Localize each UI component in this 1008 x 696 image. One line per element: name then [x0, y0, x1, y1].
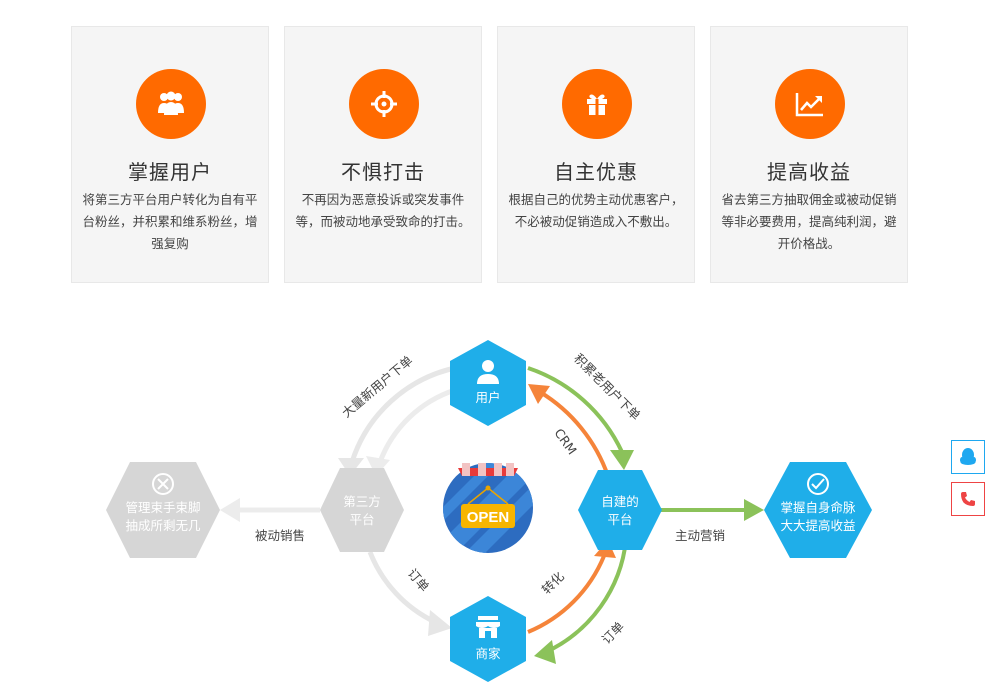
node-user-label: 用户 [475, 390, 500, 405]
label-new-users-orders: 大量新用户下单 [339, 353, 416, 421]
arrowhead-gray [366, 456, 390, 476]
card-title: 提高收益 [767, 160, 851, 184]
arc-convert [527, 555, 606, 634]
card-own-users: 掌握用户 将第三方平台用户转化为自有平台粉丝，并积累和维系粉丝，增强复购 [71, 26, 269, 283]
node-third-party-line1: 第三方 [343, 494, 381, 509]
card-description: 不再因为恶意投诉或突发事件等，而被动地承受致命的打击。 [295, 192, 471, 229]
card-title: 掌握用户 [128, 160, 212, 184]
card-own-discounts: 自主优惠 根据自己的优势主动优惠客户，不必被动促销造成入不敷出。 [497, 26, 695, 283]
crosshair-icon [371, 91, 397, 117]
node-constrained-line1: 管理束手束脚 [125, 500, 200, 515]
feature-cards: 掌握用户 将第三方平台用户转化为自有平台粉丝，并积累和维系粉丝，增强复购 不惧打… [0, 0, 1008, 300]
node-take-control-line2: 大大提高收益 [780, 518, 855, 533]
card-title: 自主优惠 [554, 160, 638, 184]
label-passive-sales: 被动销售 [255, 528, 305, 543]
node-take-control-line1: 掌握自身命脉 [780, 500, 856, 515]
close-circle-icon [152, 473, 174, 495]
node-constrained-line2: 抽成所剩无几 [125, 518, 201, 533]
open-store-emblem: OPEN [443, 463, 533, 553]
awning [458, 468, 518, 476]
users-icon [158, 91, 184, 115]
store-icon [476, 616, 500, 638]
trend-chart-icon [795, 93, 823, 117]
node-constrained [106, 462, 220, 558]
card-title: 不惧打击 [341, 160, 425, 184]
label-order-left: 订单 [405, 566, 433, 595]
card-description: 省去第三方抽取佣金或被动促销等非必要费用，提高纯利润，避开价格战。 [721, 192, 897, 251]
arrowhead-green [534, 640, 556, 664]
arrowhead-gray [220, 498, 240, 522]
label-order-right: 订单 [599, 619, 627, 647]
arrowhead-gray [428, 610, 452, 636]
card-icon-circle [775, 69, 845, 139]
arc-new-users-inner [377, 387, 456, 463]
arrowhead-gray [338, 458, 364, 476]
node-own-platform-line1: 自建的 [601, 494, 639, 509]
qq-penguin-icon [960, 448, 976, 465]
card-fearless: 不惧打击 不再因为恶意投诉或突发事件等，而被动地承受致命的打击。 [284, 26, 482, 283]
arc-platform-to-merchant [545, 539, 628, 654]
node-merchant [450, 596, 526, 682]
card-description: 根据自己的优势主动优惠客户，不必被动促销造成入不敷出。 [508, 192, 684, 229]
card-increase-profit: 提高收益 省去第三方抽取佣金或被动促销等非必要费用，提高纯利润，避开价格战。 [710, 26, 908, 283]
node-own-platform [578, 470, 662, 550]
label-convert: 转化 [539, 568, 568, 597]
arc-third-party-to-merchant [367, 551, 437, 625]
label-crm: CRM [551, 426, 579, 458]
label-old-users-orders: 积累老用户下单 [571, 351, 643, 423]
arrowhead-green [744, 499, 764, 521]
check-circle-icon [807, 473, 829, 495]
node-merchant-label: 商家 [475, 646, 501, 661]
platform-flow-diagram: 管理束手束脚 抽成所剩无几 第三方 平台 用户 自建的 平台 商家 掌握自身命脉… [106, 340, 872, 682]
qq-contact-button[interactable] [951, 440, 985, 474]
arc-crm [538, 390, 610, 477]
card-description: 将第三方平台用户转化为自有平台粉丝，并积累和维系粉丝，增强复购 [82, 192, 258, 251]
gift-icon [587, 94, 607, 115]
node-third-party [320, 468, 404, 552]
arc-old-users-orders [527, 366, 624, 453]
arrowhead-orange [528, 384, 550, 404]
node-own-platform-line2: 平台 [607, 512, 632, 527]
card-icon-circle [136, 69, 206, 139]
card-icon-circle [562, 69, 632, 139]
phone-icon [961, 492, 975, 506]
user-icon [477, 360, 499, 384]
card-icon-circle [349, 69, 419, 139]
phone-contact-button[interactable] [951, 482, 985, 516]
node-third-party-line2: 平台 [349, 512, 374, 527]
arc-new-users-outer [349, 365, 456, 463]
label-active-marketing: 主动营销 [675, 528, 725, 543]
open-sign-text: OPEN [467, 509, 510, 526]
node-take-control [764, 462, 872, 558]
arrowhead-green [610, 450, 634, 470]
